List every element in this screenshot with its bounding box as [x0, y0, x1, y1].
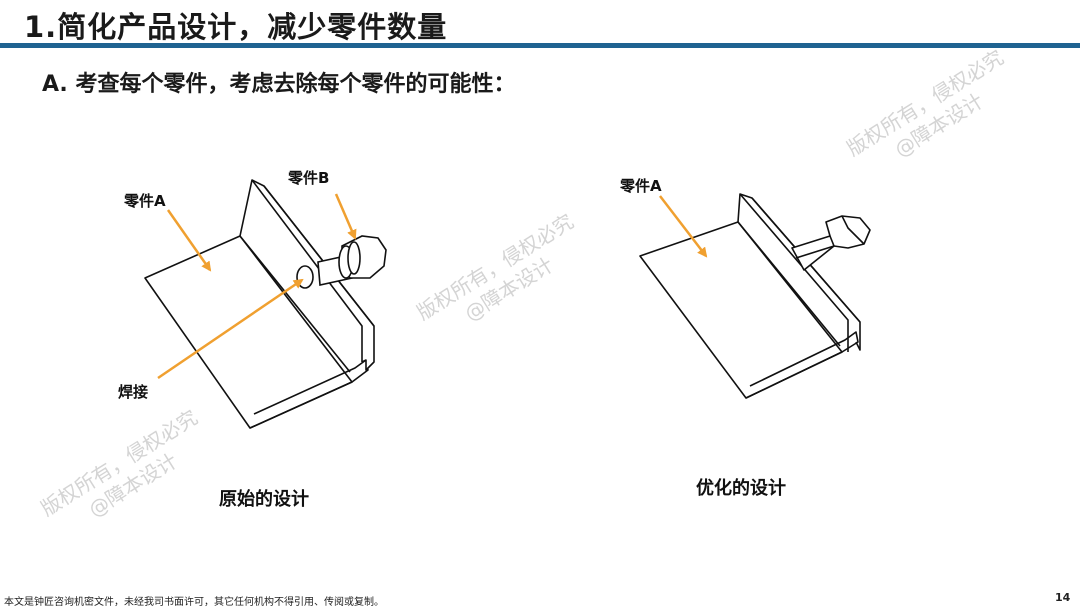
arrow-weld	[157, 278, 304, 380]
optimized-bracket-part-a	[639, 193, 861, 399]
arrow-optimized-part-a	[659, 195, 708, 258]
label-weld: 焊接	[118, 383, 149, 401]
page-number: 14	[1055, 591, 1071, 604]
optimized-integrated-tab	[791, 215, 871, 271]
label-optimized-part-a: 零件A	[620, 177, 662, 195]
caption-optimized-design: 优化的设计	[696, 478, 786, 499]
original-bracket-part-a	[144, 179, 375, 429]
arrow-part-a	[166, 209, 212, 272]
original-pin-part-b	[317, 235, 387, 286]
weld-hole	[296, 265, 314, 289]
page-title: 1.简化产品设计，减少零件数量	[24, 10, 448, 44]
arrow-part-b	[334, 193, 357, 240]
caption-original-design: 原始的设计	[219, 489, 309, 510]
section-subtitle: A. 考查每个零件，考虑去除每个零件的可能性：	[42, 72, 516, 97]
label-part-b: 零件B	[288, 169, 330, 187]
label-part-a: 零件A	[124, 192, 166, 210]
title-divider	[0, 43, 1080, 48]
confidentiality-notice: 本文是钟匠咨询机密文件，未经我司书面许可，其它任何机构不得引用、传阅或复制。	[4, 597, 384, 608]
